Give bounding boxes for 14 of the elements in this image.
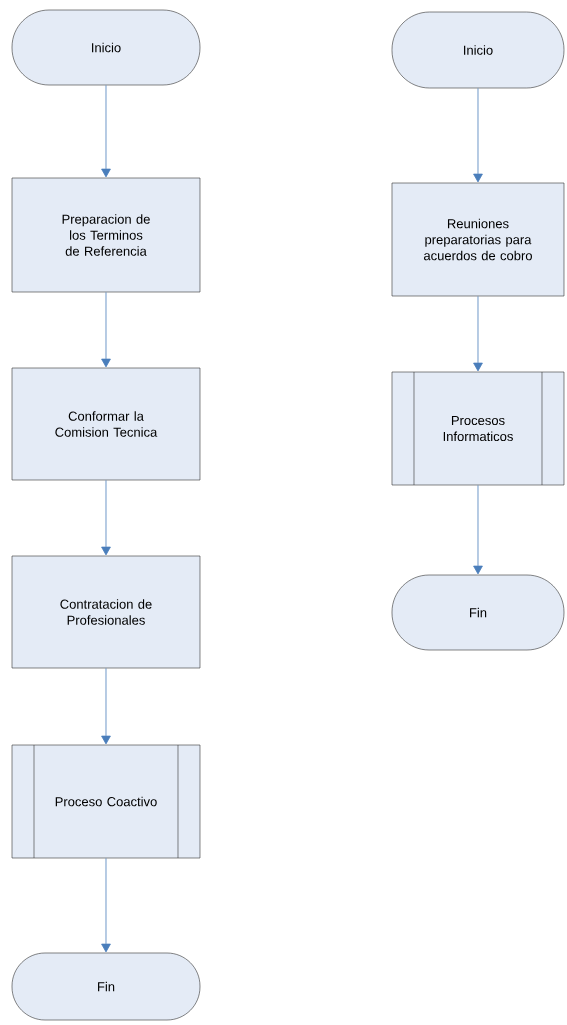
process-box: Reuniones preparatorias para acuerdos de cobro — [391, 182, 565, 297]
arrow — [101, 479, 111, 556]
subprocess-box: Procesos Informaticos — [391, 371, 565, 486]
arrow — [101, 857, 111, 953]
arrow — [101, 291, 111, 368]
arrow — [101, 667, 111, 745]
process-box: Conformar la Comision Tecnica — [11, 367, 201, 481]
arrow — [101, 84, 111, 178]
arrow — [473, 295, 483, 372]
arrow — [473, 484, 483, 575]
subprocess-box: Proceso Coactivo — [11, 744, 201, 859]
process-box: Contratacion de Profesionales — [11, 555, 201, 669]
process-box: Preparacion de los Terminos de Referencia — [11, 177, 201, 293]
arrow — [473, 87, 483, 183]
